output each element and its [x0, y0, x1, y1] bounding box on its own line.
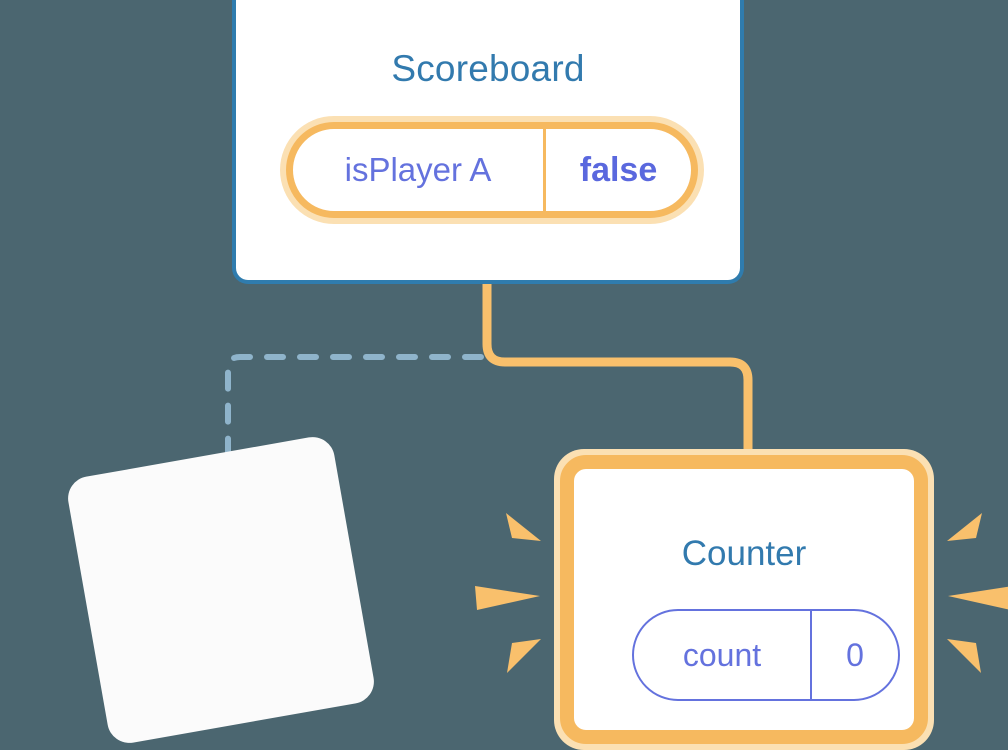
scoreboard-prop-divider: [543, 129, 546, 211]
scoreboard-title: Scoreboard: [391, 48, 585, 89]
connector-scoreboard-to-counter: [482, 283, 753, 470]
counter-title: Counter: [681, 534, 807, 573]
counter-card-body[interactable]: Counter count 0: [560, 455, 928, 744]
counter-prop-key: count: [682, 636, 762, 673]
counter-prop-value: 0: [846, 636, 864, 673]
scoreboard-card[interactable]: Scoreboard isPlayer A false: [232, 0, 744, 284]
scoreboard-prop-key: isPlayer A: [344, 151, 492, 188]
blank-card-burst-rays: [60, 440, 380, 750]
scoreboard-prop[interactable]: isPlayer A false: [280, 116, 704, 224]
scoreboard-prop-pill[interactable]: isPlayer A false: [286, 122, 698, 218]
counter-burst-rays-left: [475, 513, 541, 673]
counter-prop-pill[interactable]: count 0: [632, 609, 900, 701]
scoreboard-prop-value: false: [579, 150, 658, 189]
counter-burst-rays-right: [947, 513, 1008, 673]
counter-prop-divider: [810, 611, 812, 699]
counter-card[interactable]: Counter count 0: [554, 449, 934, 750]
